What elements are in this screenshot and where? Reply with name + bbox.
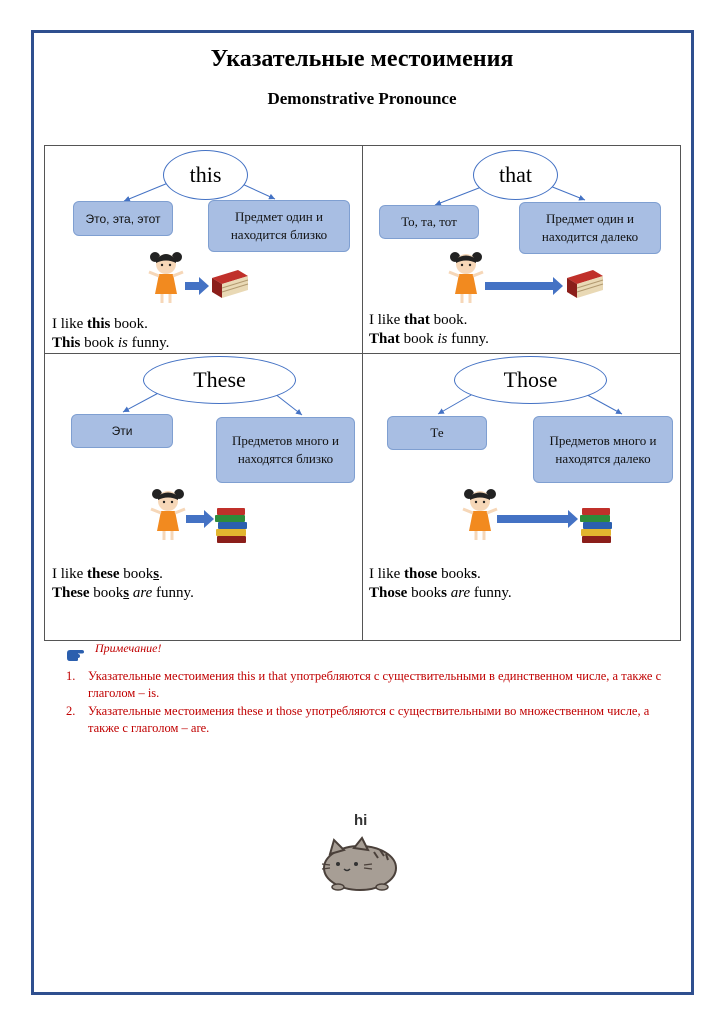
- example-line: That book is funny.: [369, 330, 489, 349]
- box-label: То, та, тот: [401, 214, 457, 229]
- example-line: I like that book.: [369, 311, 489, 330]
- example-line: These books are funny.: [52, 584, 194, 603]
- text: funny.: [470, 585, 512, 601]
- page-title: Указательные местоимения: [210, 46, 514, 72]
- pronoun: these: [87, 566, 120, 582]
- verb: are: [450, 585, 471, 601]
- table-divider-vertical: [362, 145, 363, 641]
- note-text: Указательные местоимения this и that упо…: [88, 669, 662, 700]
- box-meaning-these: Предметов много и находятся близко: [216, 417, 355, 483]
- oval-those: Those: [454, 356, 607, 404]
- table-divider-horizontal: [44, 353, 681, 354]
- example-those: I like those books. Those books are funn…: [369, 565, 512, 603]
- text: funny.: [152, 585, 194, 601]
- text: I like: [52, 566, 87, 582]
- note-number: 1.: [66, 669, 76, 683]
- note-item: 1. Указательные местоимения this и that у…: [64, 668, 664, 702]
- text: book: [407, 585, 442, 601]
- pronoun: this: [87, 316, 111, 332]
- note-number: 2.: [66, 704, 76, 718]
- text: I like: [52, 316, 87, 332]
- pronoun: That: [369, 331, 400, 347]
- example-line: This book is funny.: [52, 334, 169, 353]
- box-translation-this: Это, эта, этот: [73, 201, 173, 236]
- pronoun: those: [404, 566, 438, 582]
- girl-icon: [150, 489, 186, 540]
- box-label: Те: [430, 425, 444, 440]
- plural-suffix: s: [153, 566, 160, 582]
- page-frame: [31, 30, 694, 995]
- oval-label: These: [193, 367, 246, 392]
- girl-icon: [462, 489, 498, 540]
- mascot-label: hi: [354, 812, 368, 829]
- text: book: [399, 331, 438, 347]
- text: book: [119, 566, 154, 582]
- oval-label: this: [189, 162, 222, 187]
- plural-suffix: s: [123, 585, 130, 601]
- box-meaning-this: Предмет один и находится близко: [208, 200, 350, 252]
- verb: are: [132, 585, 153, 601]
- example-these: I like these books. These books are funn…: [52, 565, 194, 603]
- oval-that: that: [473, 150, 558, 200]
- note-list: 1. Указательные местоимения this и that у…: [64, 668, 664, 738]
- text: book.: [429, 312, 468, 328]
- example-line: Those books are funny.: [369, 584, 512, 603]
- text: funny.: [127, 335, 170, 351]
- box-translation-these: Эти: [71, 414, 173, 448]
- pronoun: that: [404, 312, 430, 328]
- oval-label: Those: [503, 367, 558, 392]
- text: I like: [369, 312, 404, 328]
- note-text: Указательные местоимения these и those у…: [88, 704, 650, 735]
- verb: is: [437, 331, 448, 347]
- oval-this: this: [163, 150, 248, 200]
- example-line: I like those books.: [369, 565, 512, 584]
- books-stack-icon: [215, 508, 247, 543]
- pronoun: Those: [369, 585, 408, 601]
- verb: is: [117, 335, 128, 351]
- box-translation-those: Те: [387, 416, 487, 450]
- page-subtitle: Demonstrative Pronounce: [267, 89, 457, 108]
- note-title: Примечание!: [95, 641, 162, 655]
- girl-icon: [148, 252, 184, 303]
- text: book: [89, 585, 124, 601]
- pronoun: This: [52, 335, 81, 351]
- pointing-hand-icon: [67, 650, 84, 661]
- plural-suffix: s: [471, 566, 477, 582]
- text: .: [476, 566, 481, 582]
- box-label: Это, эта, этот: [85, 211, 161, 226]
- text: book: [437, 566, 472, 582]
- pusheen-cat-icon: [321, 836, 397, 891]
- text: I like: [369, 566, 404, 582]
- text: book.: [110, 316, 148, 332]
- pronoun: These: [52, 585, 90, 601]
- text: funny.: [447, 331, 489, 347]
- box-translation-that: То, та, тот: [379, 205, 479, 239]
- oval-label: that: [499, 162, 532, 187]
- box-label: Предмет один и находится близко: [230, 209, 328, 242]
- text: .: [159, 566, 163, 582]
- books-stack-icon: [580, 508, 612, 543]
- book-icon: [567, 270, 604, 298]
- girl-icon: [448, 252, 484, 303]
- box-label: Эти: [111, 424, 133, 438]
- box-label: Предметов много и находятся близко: [232, 433, 339, 466]
- example-line: I like these books.: [52, 565, 194, 584]
- oval-these: These: [143, 356, 296, 404]
- book-icon: [212, 270, 249, 298]
- note-item: 2. Указательные местоимения these и those…: [64, 703, 664, 737]
- box-meaning-those: Предметов много и находятся далеко: [533, 416, 673, 483]
- text: book: [80, 335, 118, 351]
- example-that: I like that book. That book is funny.: [369, 311, 489, 349]
- example-this: I like this book. This book is funny.: [52, 315, 169, 353]
- box-meaning-that: Предмет один и находится далеко: [519, 202, 661, 254]
- box-label: Предмет один и находится далеко: [541, 211, 639, 244]
- example-line: I like this book.: [52, 315, 169, 334]
- box-label: Предметов много и находятся далеко: [549, 432, 657, 466]
- plural-suffix: s: [441, 585, 447, 601]
